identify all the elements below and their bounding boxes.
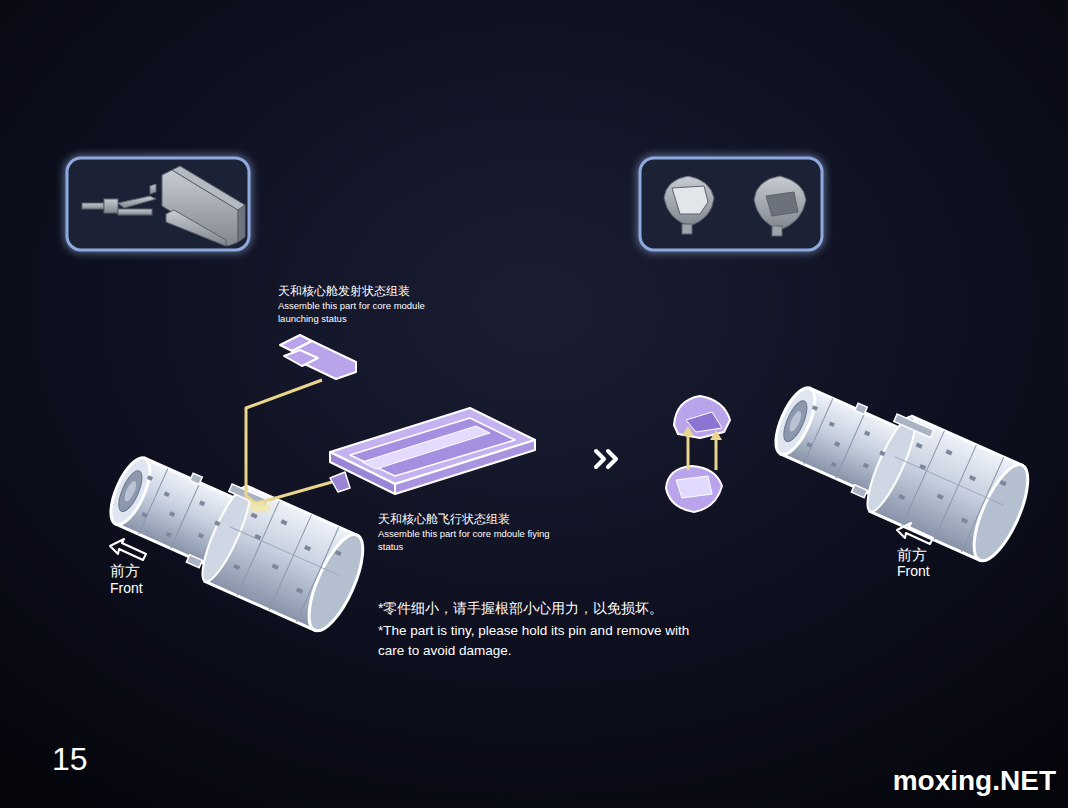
heading-label: 天和核心舱发射状态组装 xyxy=(278,284,410,298)
illustration-part xyxy=(330,472,350,492)
dome-part xyxy=(666,396,730,512)
flying-part xyxy=(330,408,535,494)
note-label: Assemble this part for core mdoule fiyin… xyxy=(378,528,550,554)
illustration-part xyxy=(258,482,332,503)
part-panel xyxy=(640,158,822,250)
illustration-part xyxy=(362,426,490,469)
illustration-part xyxy=(710,430,722,440)
direction-label: 前方 xyxy=(897,546,927,564)
illustration-part xyxy=(238,205,245,242)
illustration-part xyxy=(761,368,1038,568)
watermark: moxing.NET xyxy=(893,764,1056,798)
illustration-part xyxy=(82,166,245,246)
heading-label: 天和核心舱飞行状态组装 xyxy=(378,512,510,526)
next-step-symbol xyxy=(596,451,616,467)
caution-note: *The part is tiny, please hold its pin a… xyxy=(378,621,700,662)
part-panel xyxy=(67,158,249,250)
illustration-part xyxy=(596,451,604,467)
assembly-arrow xyxy=(682,426,722,470)
illustration-part xyxy=(350,418,515,476)
illustration-part xyxy=(674,396,730,438)
illustration-part xyxy=(766,192,798,216)
illustration-part xyxy=(640,158,822,250)
illustration-part xyxy=(104,199,118,213)
illustration-part xyxy=(82,203,104,209)
illustration-part xyxy=(118,209,152,215)
direction-label: Front xyxy=(110,580,143,597)
illustration-part xyxy=(118,196,156,208)
illustration-part xyxy=(110,539,146,560)
illustration-part xyxy=(715,436,718,470)
note-label: Assemble this part for core module launc… xyxy=(278,300,450,326)
illustration-part xyxy=(687,432,690,470)
caution-note: *零件细小，请手握根部小心用力，以免损坏。 xyxy=(378,600,663,617)
illustration-part xyxy=(686,412,722,432)
page-number: 15 xyxy=(52,740,88,778)
direction-label: Front xyxy=(897,563,930,580)
illustration-part xyxy=(672,186,708,214)
illustration-part xyxy=(664,176,714,226)
illustration-part xyxy=(172,166,245,210)
illustration-part xyxy=(682,224,692,234)
illustration-part xyxy=(664,176,806,236)
illustration-part xyxy=(150,184,156,194)
illustration-part xyxy=(754,176,806,230)
illustration-part xyxy=(67,158,249,250)
illustration-part xyxy=(166,210,226,246)
illustration-part xyxy=(284,350,318,366)
illustration-part xyxy=(608,451,616,467)
leader-line xyxy=(246,380,332,508)
attach-glow xyxy=(250,502,270,512)
illustration-part xyxy=(682,426,694,436)
illustration-part xyxy=(666,466,722,512)
direction-label: 前方 xyxy=(110,562,140,580)
illustration-part xyxy=(676,476,712,498)
illustration-part xyxy=(96,438,373,638)
illustration-part xyxy=(897,523,933,544)
launch-part xyxy=(280,335,356,379)
illustration-part xyxy=(772,226,782,236)
